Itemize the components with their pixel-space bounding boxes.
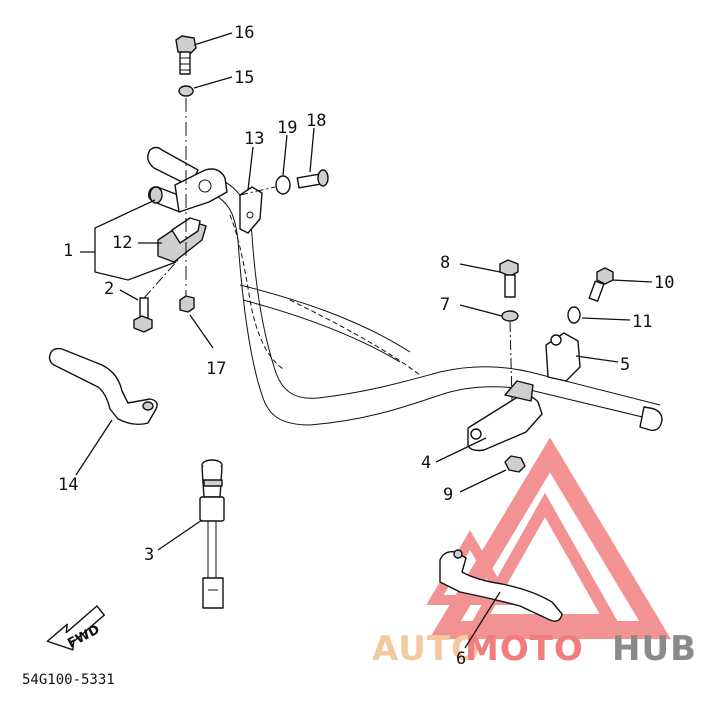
left-lever-holder-assembly [147,168,228,263]
part-8-bolt [499,259,519,298]
callout-14: 14 [58,475,78,495]
part-11-washer [567,306,581,324]
part-17-nut [179,295,195,313]
leader-lines [75,32,653,649]
forward-direction-arrow: FWD [46,605,105,651]
callout-3: 3 [144,545,154,565]
watermark-brand-part3: HUB [612,629,697,669]
callout-17: 17 [206,359,226,379]
handlebar [147,146,663,431]
drawing-code: 54G100-5331 [22,672,115,688]
callout-11: 11 [632,312,652,332]
callout-16: 16 [234,23,254,43]
part-16-bolt [175,35,197,75]
watermark-brand-part1: AUTO [372,629,481,669]
part-9-nut [504,455,526,473]
part-2-screw [133,297,153,333]
callout-1: 1 [63,241,73,261]
callout-4: 4 [421,453,431,473]
callout-6: 6 [456,649,466,669]
callout-19: 19 [277,118,297,138]
part-13-switch-bracket [239,186,263,234]
callout-13: 13 [244,129,264,149]
callout-10: 10 [654,273,674,293]
callout-8: 8 [440,253,450,273]
callout-2: 2 [104,279,114,299]
part-18-bolt [296,169,329,189]
callout-12: 12 [112,233,132,253]
callout-18: 18 [306,111,326,131]
part-10-bolt [588,267,614,302]
callout-15: 15 [234,68,254,88]
part-14-lever-left [48,347,158,426]
screw-axis-line-2 [143,259,179,299]
part-7-washer [501,310,519,322]
part-6-lever-right [439,549,563,622]
bolt-axis-line-18 [239,186,276,196]
watermark-brand-part2: MOTO [465,629,584,669]
callout-9: 9 [443,485,453,505]
part-4-lever-holder [467,380,543,452]
part-5-clamp [545,332,581,382]
callout-7: 7 [440,295,450,315]
assembly-axis-line-right [509,321,513,401]
part-19-washer [275,175,291,195]
callout-5: 5 [620,355,630,375]
part-15-washer [178,85,194,97]
part-3-cable-switch [199,459,225,609]
